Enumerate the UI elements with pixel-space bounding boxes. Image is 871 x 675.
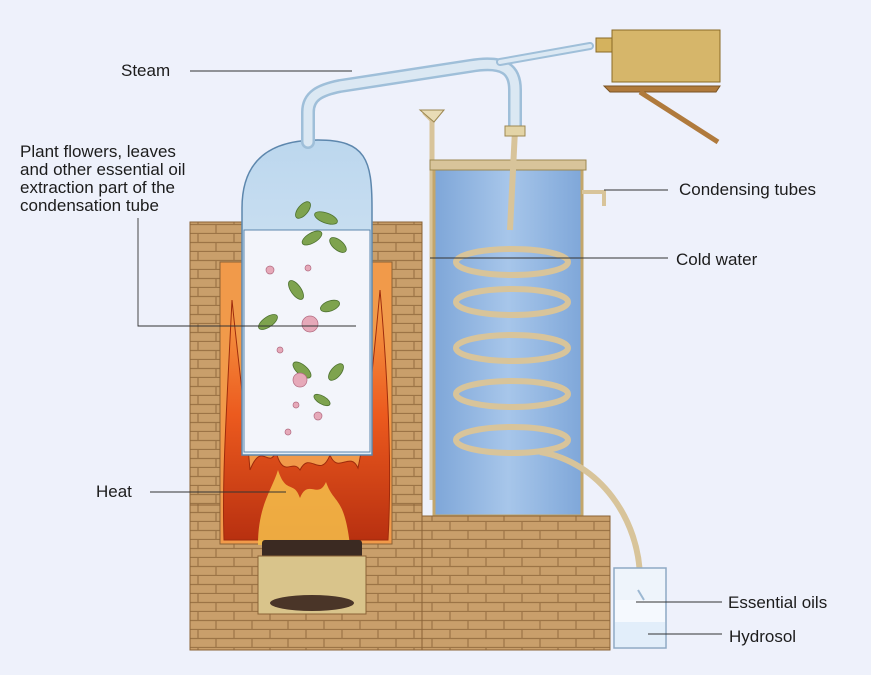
condenser-base — [421, 515, 611, 651]
plant-label-line-1: Plant flowers, leaves — [20, 142, 176, 161]
hydrosol-label: Hydrosol — [729, 627, 797, 646]
plant-label-line-2: and other essential oil — [20, 160, 186, 179]
cold-water-label: Cold water — [676, 250, 758, 269]
essential-oils-label: Essential oils — [728, 593, 828, 612]
plant-label: Plant flowers, leaves and other essentia… — [20, 143, 185, 215]
coil-inlet — [504, 125, 526, 137]
steam-label: Steam — [121, 61, 171, 80]
overflow-tube — [418, 109, 446, 500]
receiving-flask — [613, 567, 667, 649]
fire-grate — [257, 540, 367, 615]
leader-lines — [137, 70, 722, 635]
plant-label-line-4: condensation tube — [20, 196, 159, 215]
flames — [222, 289, 391, 545]
collector-box — [595, 29, 721, 145]
steam-pipe — [301, 42, 594, 149]
heat-label: Heat — [96, 482, 132, 501]
condensing-tubes-label: Condensing tubes — [679, 180, 817, 199]
still-vessel — [241, 139, 373, 456]
plant-label-line-3: extraction part of the — [20, 178, 175, 197]
plant-flowers — [265, 264, 323, 436]
condensing-coil — [453, 129, 643, 581]
plant-leaves — [258, 201, 347, 407]
